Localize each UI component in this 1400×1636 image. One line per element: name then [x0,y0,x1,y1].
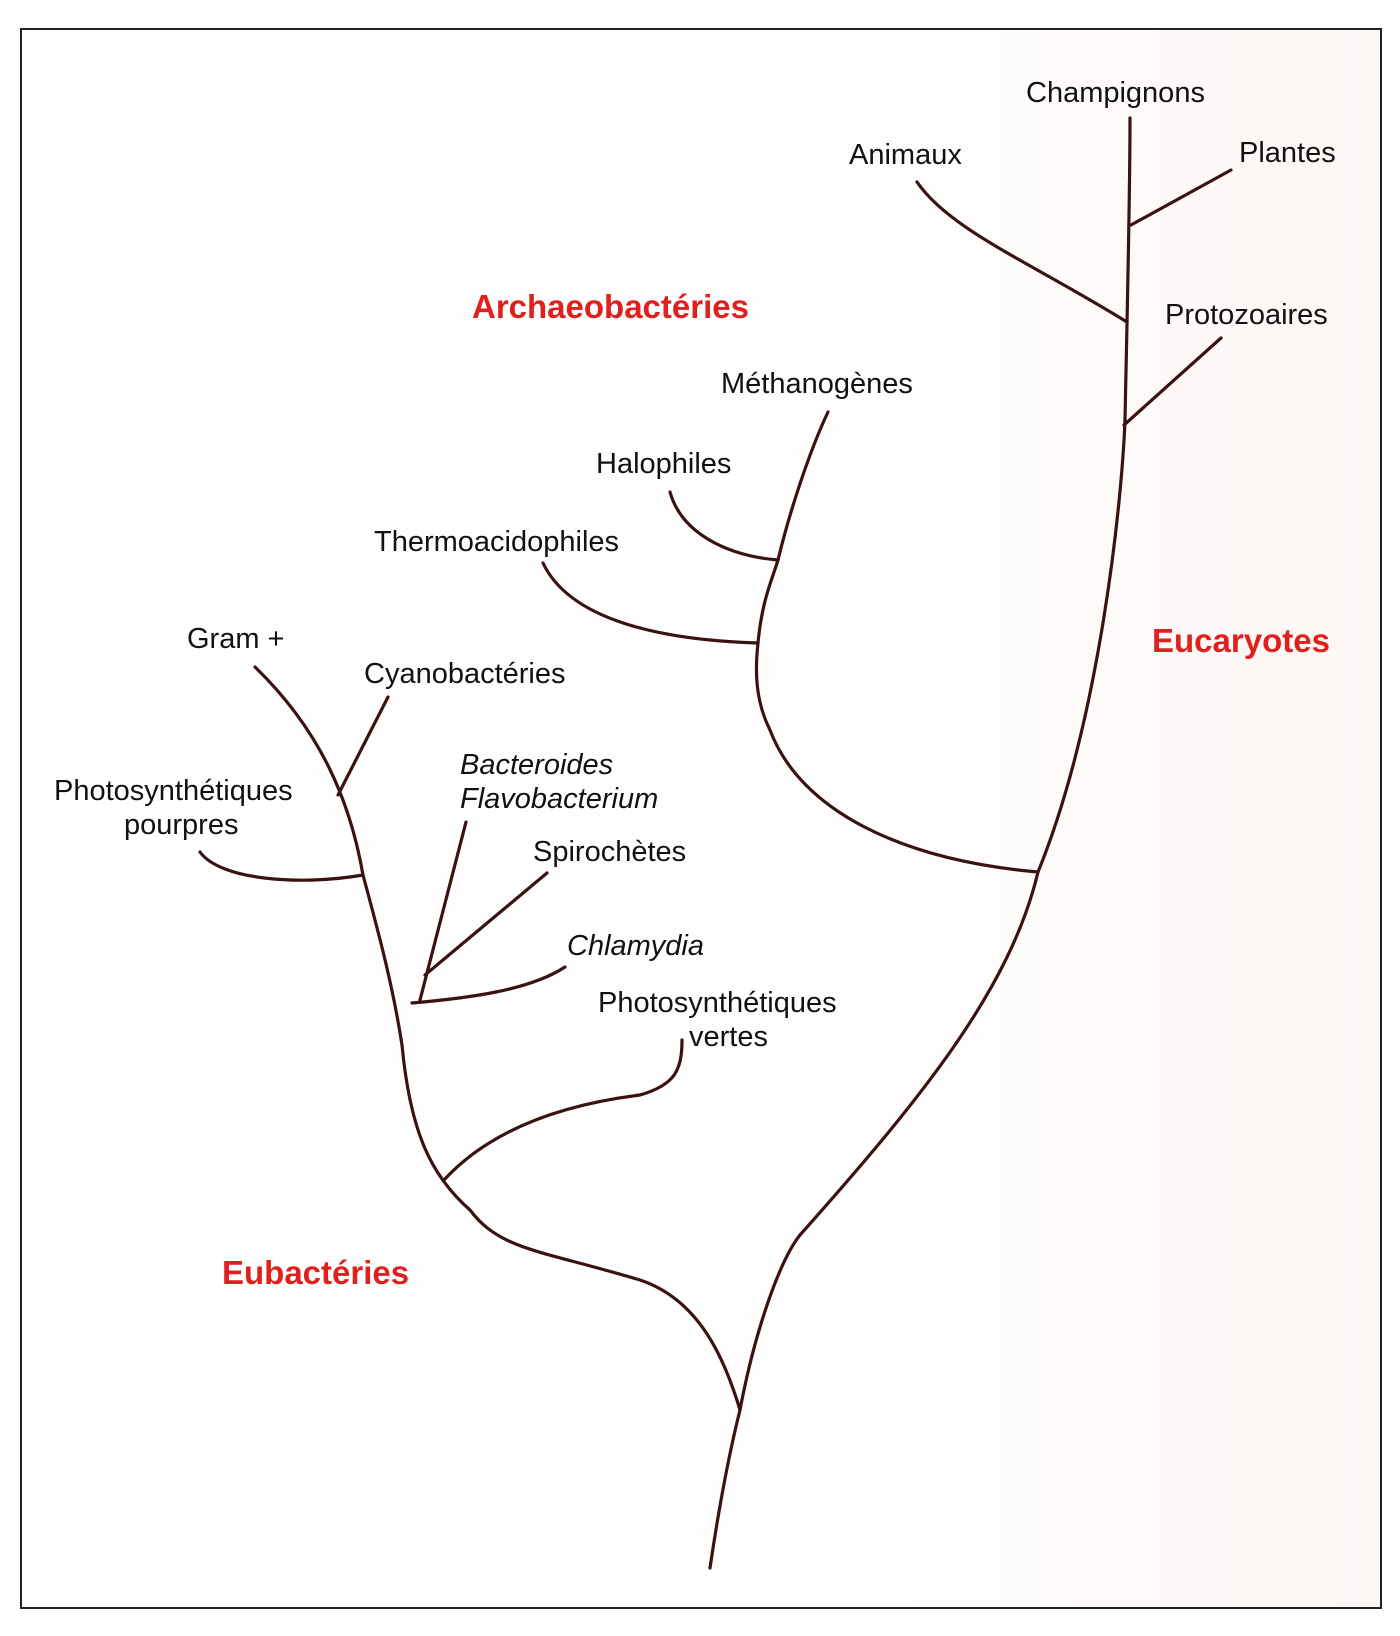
label-methanogenes: Méthanogènes [721,368,913,400]
branch-halophiles [668,490,780,562]
branch-protozoaires [1122,336,1223,427]
label-photosynthetiques-pourpres-line1: Photosynthétiques [54,775,293,807]
eubacteria-upper-stem [361,873,404,1047]
label-bacteroides: Bacteroides [460,749,613,781]
eubacteria-top-stem [253,665,365,877]
label-champignons: Champignons [1026,77,1205,109]
group-label-eubacteries: Eubactéries [222,1254,409,1291]
label-animaux: Animaux [849,139,962,171]
label-halophiles: Halophiles [596,448,731,480]
branch-animaux [915,180,1129,324]
group-label-eucaryotes: Eucaryotes [1152,622,1330,659]
label-spirochetes: Spirochètes [533,836,686,868]
eucaryote-archaeo-trunk [738,870,1040,1412]
eucaryote-stem [1036,418,1127,874]
label-photosynthetiques-vertes-line2: vertes [689,1021,768,1053]
root-trunk [708,1408,742,1570]
eucaryote-upper-stem [1123,116,1132,422]
label-thermoacidophiles: Thermoacidophiles [374,526,619,558]
branch-plantes [1129,168,1233,227]
branch-photo-pourpres [198,850,365,882]
label-plantes: Plantes [1239,137,1336,169]
branch-bacteroides [418,820,468,1002]
label-cyanobacteries: Cyanobactéries [364,658,566,690]
label-photosynthetiques-pourpres-line2: pourpres [124,809,238,841]
diagram-frame [20,28,1382,1609]
archaeo-stem [754,641,1040,874]
branch-thermoacidophiles [541,561,760,645]
tree-branches [198,116,1233,1570]
branch-cyanobacteries [336,695,390,797]
label-photosynthetiques-vertes-line1: Photosynthétiques [598,987,837,1019]
archaeo-upper-stem [756,558,780,645]
label-flavobacterium: Flavobacterium [460,783,658,815]
group-label-archaeobacteries: Archaeobactéries [472,288,749,325]
branch-photo-vertes [442,1038,684,1182]
label-gram-plus: Gram + [187,623,285,655]
label-chlamydia: Chlamydia [567,930,704,962]
label-protozoaires: Protozoaires [1165,299,1328,331]
eubacteria-trunk [400,1043,742,1412]
branch-chlamydia [410,965,567,1005]
branch-spirochetes [423,871,549,977]
branch-methanogenes [776,410,830,562]
